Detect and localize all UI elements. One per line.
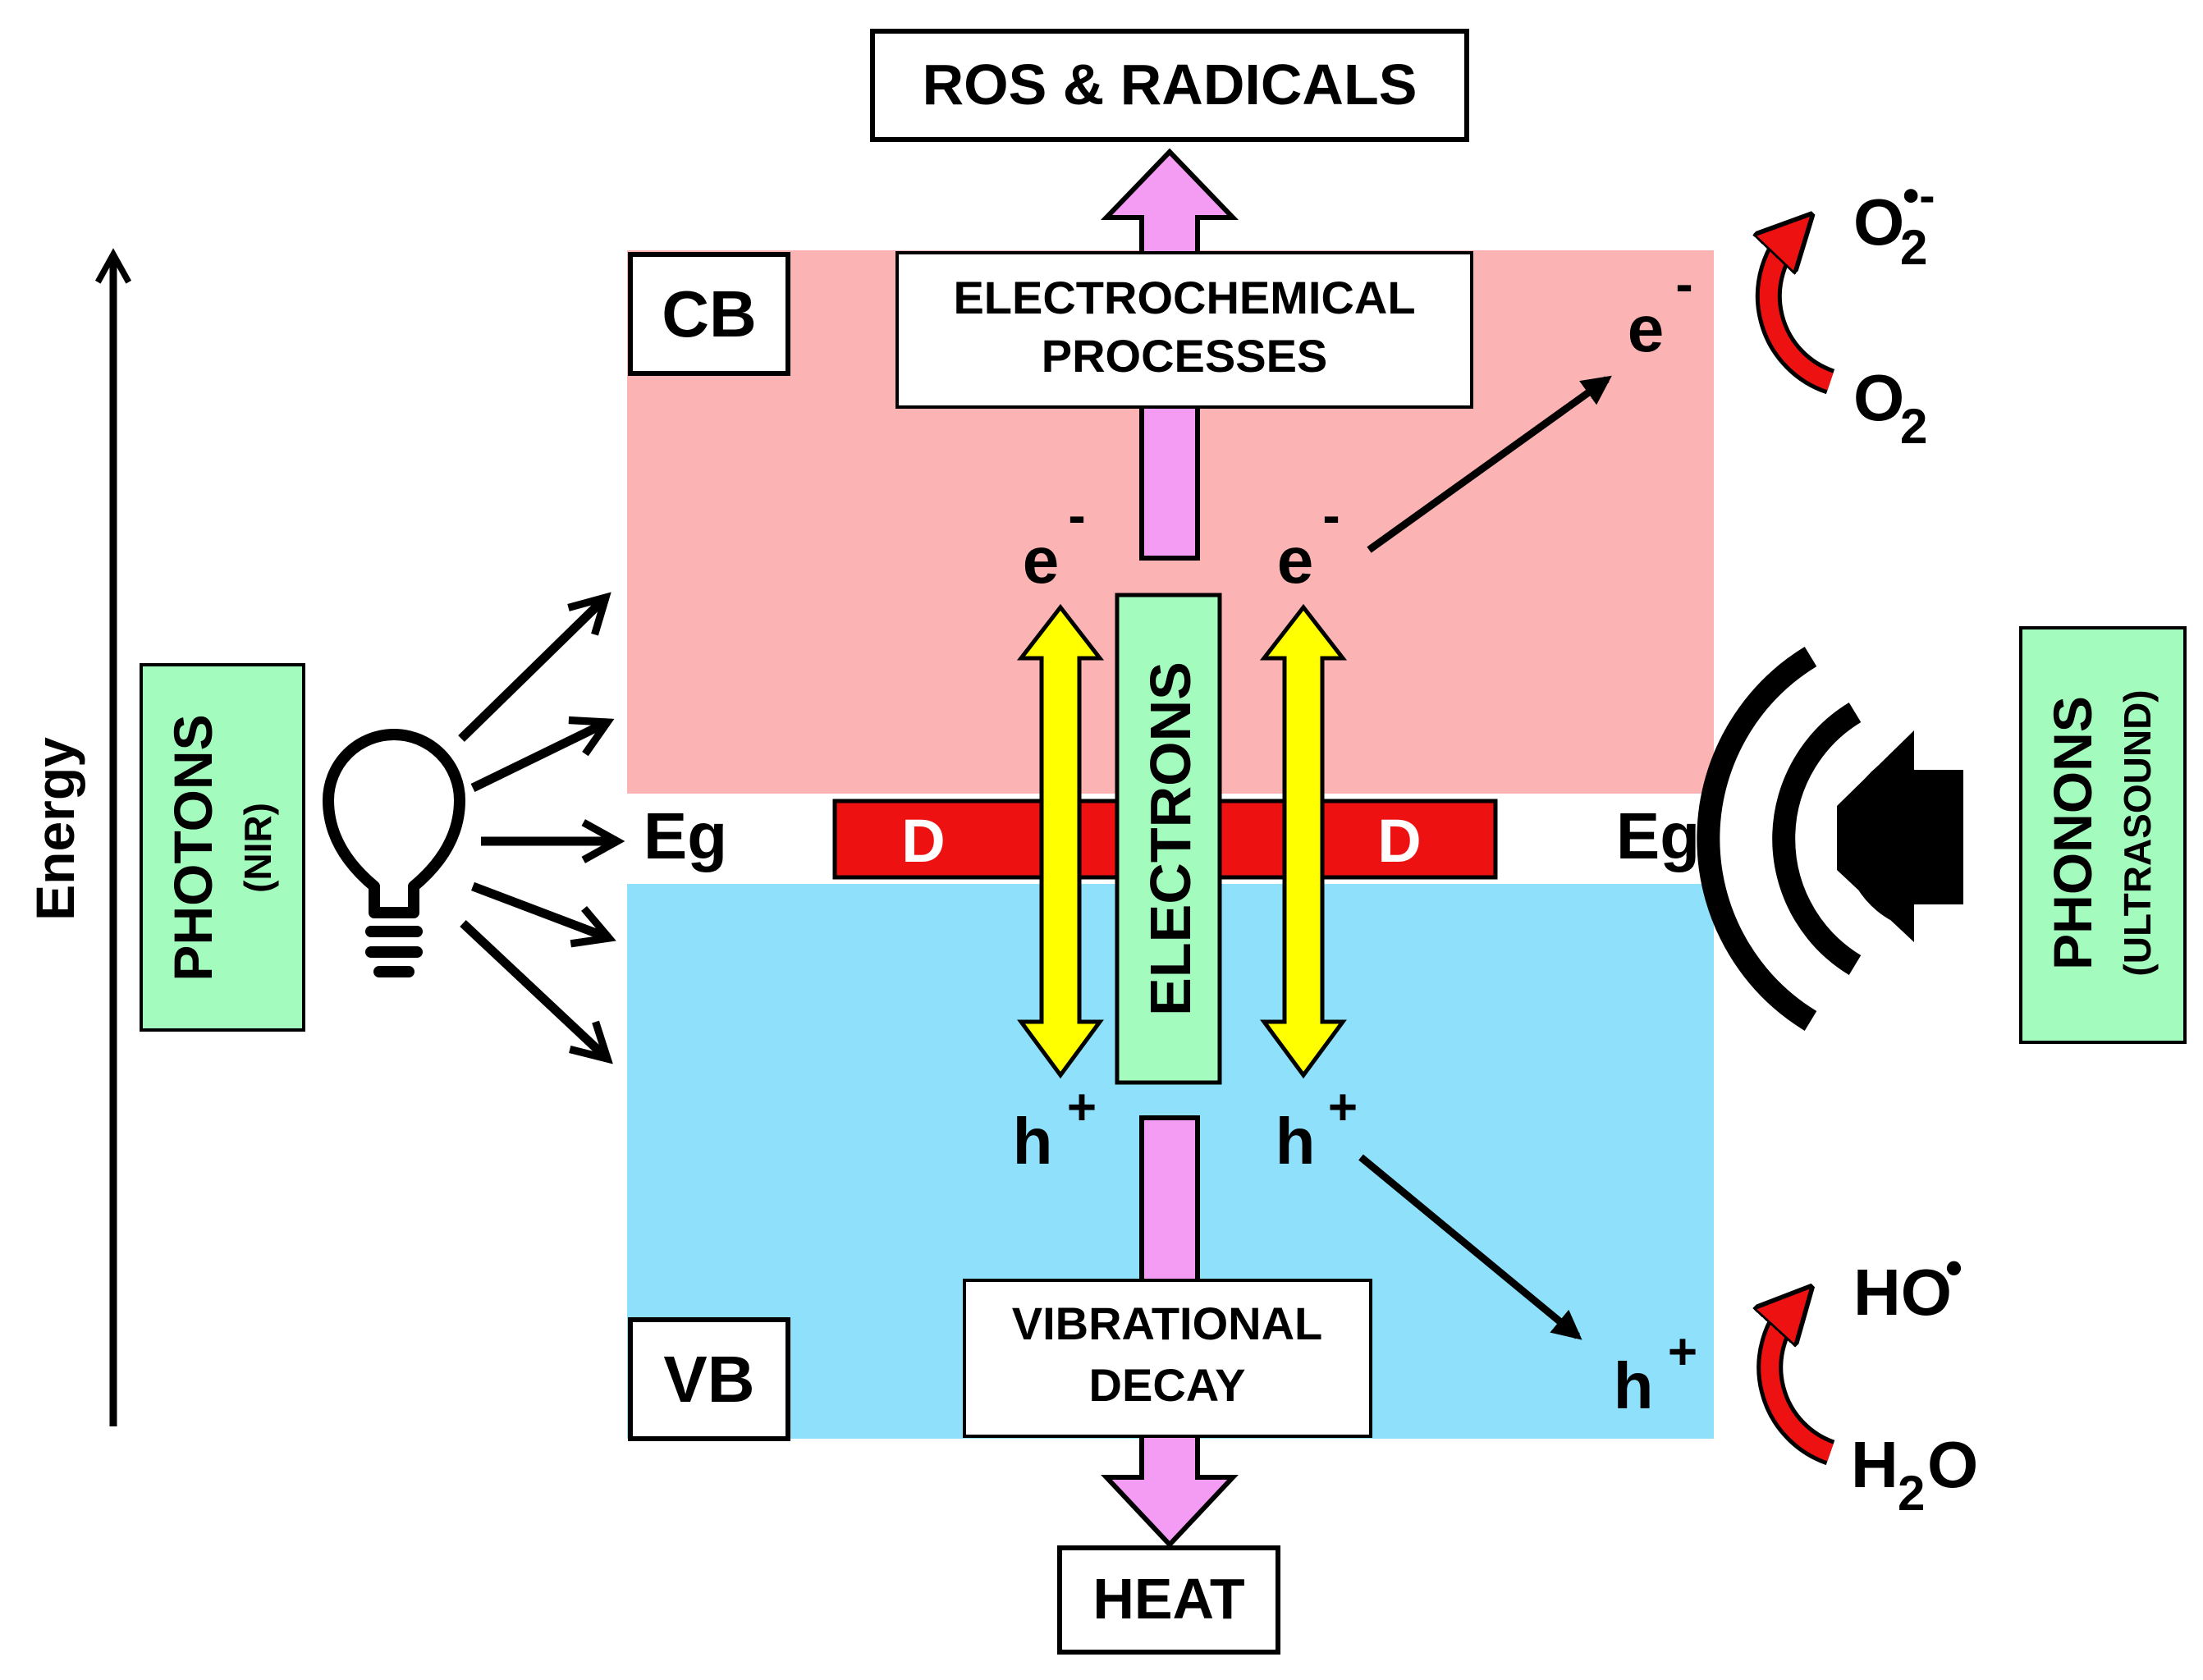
phonons-sublabel: (ULTRASOUND) <box>2116 689 2159 976</box>
svg-text:2: 2 <box>1900 399 1927 454</box>
ros-output-label: ROS & RADICALS <box>923 53 1418 117</box>
defect-label-right: D <box>1377 807 1421 875</box>
superoxide-label: O 2 •- <box>1853 169 1935 275</box>
photons-sublabel: (NIR) <box>236 803 279 893</box>
svg-text:e: e <box>1023 524 1060 597</box>
phonons-box <box>2019 626 2187 1044</box>
electrochemical-line2: PROCESSES <box>1042 330 1328 382</box>
svg-text:+: + <box>1067 1079 1097 1136</box>
vibrational-decay-box <box>963 1279 1372 1438</box>
hydroxyl-radical-label: HO • <box>1853 1240 1963 1329</box>
electrons-box <box>1115 593 1222 1085</box>
gap-label-right: Eg <box>1616 799 1700 872</box>
oxygen-label: O 2 <box>1853 361 1927 454</box>
svg-text:HO: HO <box>1853 1256 1952 1329</box>
gap-label-left: Eg <box>643 799 727 872</box>
defect-label-left: D <box>901 807 945 875</box>
svg-text:2: 2 <box>1898 1466 1925 1521</box>
svg-text:-: - <box>1322 486 1340 545</box>
electron-label-transfer: e - <box>1628 254 1693 365</box>
svg-text:2: 2 <box>1900 220 1927 275</box>
svg-text:e: e <box>1277 524 1314 597</box>
cb-label-box <box>628 252 790 376</box>
electron-label-left: e - <box>1023 486 1086 597</box>
svg-text:+: + <box>1668 1324 1697 1380</box>
sound-wave-icon <box>1697 647 1903 1031</box>
vb-label-box <box>628 1317 790 1441</box>
light-ray-arrows <box>458 597 617 1059</box>
electrochemical-line1: ELECTROCHEMICAL <box>953 272 1415 323</box>
hole-label-right: h + <box>1276 1079 1358 1178</box>
excitation-arrow-right <box>1259 603 1348 1079</box>
svg-text:•: • <box>1945 1240 1963 1295</box>
svg-text:h: h <box>1276 1105 1316 1178</box>
svg-text:O: O <box>1927 1428 1978 1501</box>
photons-box <box>140 663 305 1032</box>
electrochemical-box <box>895 251 1473 409</box>
svg-text:h: h <box>1013 1105 1053 1178</box>
ros-output-box <box>870 29 1469 142</box>
svg-text:h: h <box>1614 1349 1654 1422</box>
excitation-arrow-left <box>1016 603 1105 1079</box>
vb-label: VB <box>663 1343 754 1416</box>
svg-text:H: H <box>1851 1428 1898 1501</box>
svg-text:-: - <box>1068 486 1085 545</box>
phonons-label: PHONONS <box>2042 696 2103 970</box>
svg-text:-: - <box>1675 254 1692 314</box>
heat-output-box <box>1057 1545 1280 1655</box>
svg-text:•-: •- <box>1903 169 1935 222</box>
svg-text:O: O <box>1853 361 1904 434</box>
lightbulb-icon <box>323 729 465 977</box>
electron-label-right: e - <box>1277 486 1340 597</box>
svg-text:O: O <box>1853 185 1904 259</box>
hole-transfer-arrow <box>1358 1154 1582 1340</box>
energy-axis-label: Energy <box>25 737 85 921</box>
vibrational-decay-line2: DECAY <box>1089 1359 1246 1411</box>
cb-label: CB <box>662 277 757 350</box>
photons-label: PHOTONS <box>163 714 223 981</box>
hole-label-left: h + <box>1013 1079 1097 1178</box>
hole-label-transfer: h + <box>1614 1324 1698 1422</box>
vibrational-decay-line1: VIBRATIONAL <box>1012 1298 1323 1349</box>
electrons-label: ELECTRONS <box>1138 661 1202 1016</box>
svg-text:e: e <box>1628 292 1665 365</box>
heat-output-label: HEAT <box>1092 1567 1244 1631</box>
electron-transfer-arrow <box>1367 375 1612 553</box>
svg-text:+: + <box>1328 1079 1358 1136</box>
water-label: H 2 O <box>1851 1428 1978 1521</box>
